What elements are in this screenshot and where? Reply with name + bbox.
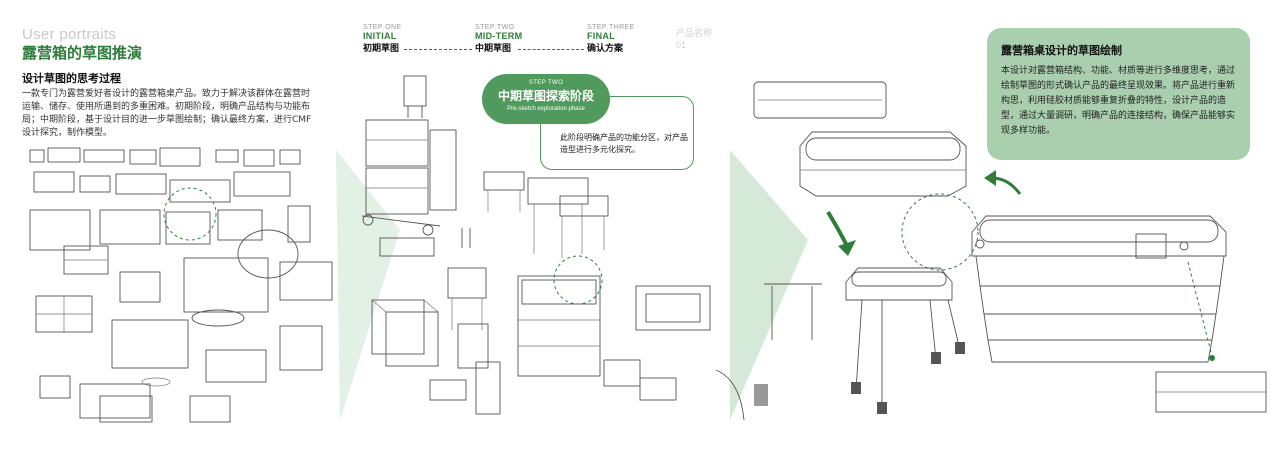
- page-title: 露营箱的草图推演: [22, 44, 143, 62]
- stage-badge-subtitle: Pre-sketch exploration phase: [507, 106, 585, 112]
- step-three-en: FINAL: [587, 31, 615, 41]
- final-box-table-render: [715, 81, 1267, 421]
- thinking-heading: 设计草图的思考过程: [22, 72, 121, 85]
- mid-term-sketch-collage: [361, 75, 711, 415]
- section-title-en: User portraits: [22, 26, 117, 43]
- step-two: STEP TWO MID-TERM 中期草图: [475, 24, 522, 54]
- thinking-body: 一款专门为露营爱好者设计的露营箱桌产品。致力于解决该群体在露营时运输、储存、使用…: [22, 89, 312, 138]
- product-name-label: 产品名称: [676, 29, 713, 39]
- step-connector: [404, 49, 472, 50]
- product-number: 01: [676, 40, 687, 50]
- step-three: STEP THREE FINAL 确认方案: [587, 24, 635, 54]
- stage-badge-step: STEP TWO: [528, 80, 564, 86]
- final-panel-body: 本设计对露营箱结构、功能、材质等进行多维度思考，通过绘制草图的形式确认产品的最终…: [1001, 66, 1236, 136]
- stage-badge: STEP TWO 中期草图探索阶段 Pre-sketch exploration…: [482, 74, 610, 124]
- step-one: STEP ONE INITIAL 初期草图: [363, 24, 401, 54]
- step-one-cn: 初期草图: [363, 43, 400, 53]
- step-two-label: STEP TWO: [475, 24, 515, 31]
- step-one-label: STEP ONE: [363, 24, 402, 31]
- step-two-en: MID-TERM: [475, 31, 523, 41]
- initial-sketch-collage: [29, 147, 333, 423]
- final-panel-heading: 露营箱桌设计的草图绘制: [1001, 44, 1122, 57]
- stage-note: 此阶段明确产品的功能分区，对产品造型进行多元化探究。: [560, 133, 688, 154]
- step-two-cn: 中期草图: [475, 43, 512, 53]
- stage-arrow-1: [336, 150, 400, 420]
- stage-badge-title: 中期草图探索阶段: [497, 89, 594, 103]
- final-description-panel: 露营箱桌设计的草图绘制 本设计对露营箱结构、功能、材质等进行多维度思考，通过绘制…: [987, 28, 1250, 160]
- step-three-cn: 确认方案: [587, 43, 624, 53]
- step-connector: [518, 49, 584, 50]
- stage-arrow-2: [730, 150, 808, 420]
- step-one-en: INITIAL: [363, 31, 397, 41]
- step-three-label: STEP THREE: [587, 24, 635, 31]
